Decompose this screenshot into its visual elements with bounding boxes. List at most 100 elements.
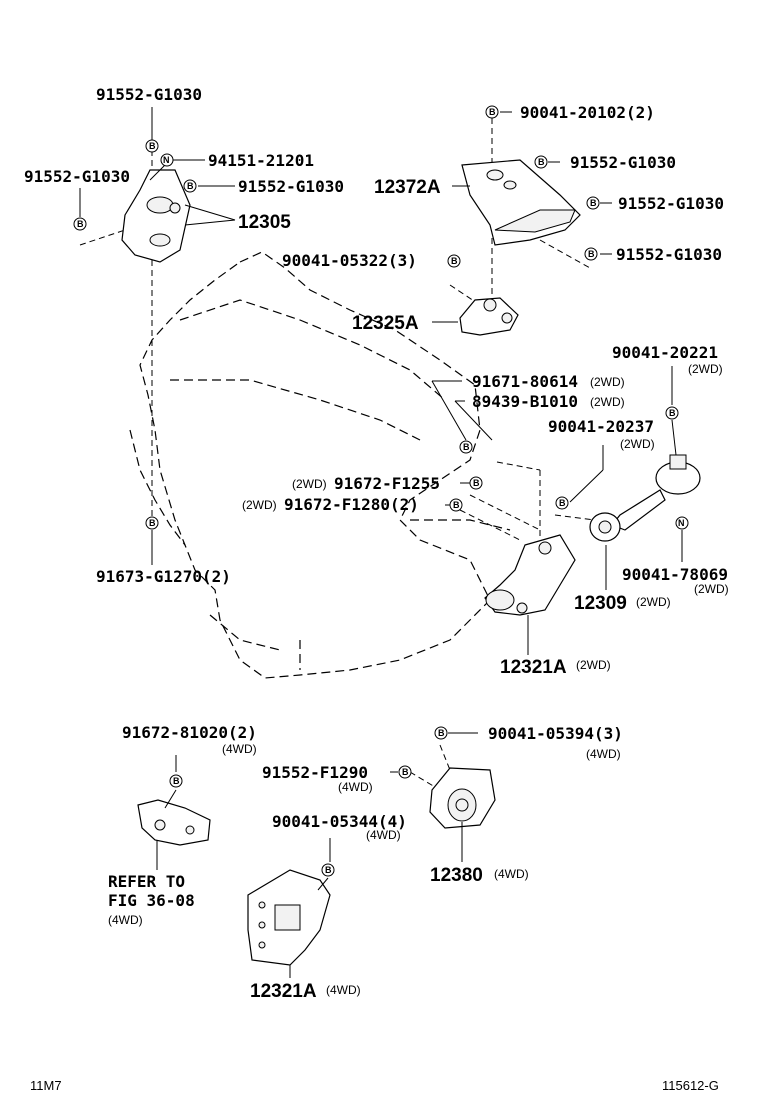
fastener-symbols: B N B B B B B B B B B B B B B N B B B B: [73, 105, 689, 877]
label-91552-g1030-r3: 91552-G1030: [616, 245, 722, 264]
note-4wd: (4WD): [338, 780, 373, 794]
bolt-symbol: B: [485, 105, 499, 119]
label-12372a: 12372A: [374, 177, 441, 198]
note-4wd: (4WD): [494, 867, 529, 881]
part-12325a-mount: [459, 297, 519, 336]
label-90041-20237: 90041-20237: [548, 417, 654, 436]
note-4wd: (4WD): [326, 983, 361, 997]
note-2wd: (2WD): [590, 375, 625, 389]
label-90041-05394: 90041-05394(3): [488, 724, 623, 743]
bolt-symbol: B: [434, 726, 448, 740]
svg-text:N: N: [163, 155, 170, 165]
bolt-symbol: B: [449, 498, 463, 512]
nut-symbol: N: [160, 153, 174, 167]
label-91673-g1270: 91673-G1270(2): [96, 567, 231, 586]
part-labels: 91552-G1030 94151-21201 91552-G1030 9155…: [24, 85, 729, 1002]
part-12309-torque-rod: [589, 454, 701, 542]
label-90041-20221: 90041-20221: [612, 343, 718, 362]
note-4wd: (4WD): [222, 742, 257, 756]
label-91552-g1030-top: 91552-G1030: [96, 85, 202, 104]
svg-text:B: B: [473, 478, 480, 488]
part-4wd-bracket-fig36: [137, 799, 211, 846]
svg-text:B: B: [149, 141, 156, 151]
label-90041-05344: 90041-05344(4): [272, 812, 407, 831]
part-12372a-bracket: [461, 159, 581, 246]
note-2wd: (2WD): [576, 658, 611, 672]
label-91552-g1030-r2: 91552-G1030: [618, 194, 724, 213]
bolt-symbol: B: [586, 196, 600, 210]
part-12380-mount: [429, 767, 496, 829]
bolt-symbol: B: [665, 406, 679, 420]
svg-text:B: B: [402, 767, 409, 777]
bolt-symbol: B: [534, 155, 548, 169]
label-91672-81020: 91672-81020(2): [122, 723, 257, 742]
label-94151-21201: 94151-21201: [208, 151, 314, 170]
label-91671-80614: 91671-80614: [472, 372, 578, 391]
label-12380: 12380: [430, 865, 483, 886]
note-2wd: (2WD): [620, 437, 655, 451]
svg-text:B: B: [489, 107, 496, 117]
note-4wd: (4WD): [366, 828, 401, 842]
note-2wd: (2WD): [242, 498, 277, 512]
note-2wd: (2WD): [636, 595, 671, 609]
svg-text:B: B: [669, 408, 676, 418]
bolt-symbol: B: [398, 765, 412, 779]
engine-outline: [129, 251, 511, 679]
label-91672-f1255: 91672-F1255: [334, 474, 440, 493]
svg-text:B: B: [463, 442, 470, 452]
note-4wd: (4WD): [108, 913, 143, 927]
bolt-symbol: B: [145, 139, 159, 153]
svg-text:N: N: [678, 518, 685, 528]
label-12321a-2wd: 12321A: [500, 657, 567, 678]
bolt-symbol: B: [459, 440, 473, 454]
svg-text:B: B: [438, 728, 445, 738]
nut-symbol: N: [675, 516, 689, 530]
label-89439-b1010: 89439-B1010: [472, 392, 578, 411]
footer-code-left: 11M7: [30, 1078, 62, 1093]
label-12309: 12309: [574, 593, 627, 614]
label-91552-f1290: 91552-F1290: [262, 763, 368, 782]
svg-text:B: B: [538, 157, 545, 167]
svg-text:B: B: [451, 256, 458, 266]
part-12305-mount: [121, 169, 191, 263]
refer-to-line2: FIG 36-08: [108, 891, 195, 910]
leader-lines: [79, 107, 683, 978]
svg-text:B: B: [77, 219, 84, 229]
bolt-symbol: B: [183, 179, 197, 193]
label-91552-g1030-r1: 91552-G1030: [570, 153, 676, 172]
label-91552-g1030-left: 91552-G1030: [24, 167, 130, 186]
part-12321a-2wd-bracket: [484, 534, 576, 616]
note-2wd: (2WD): [688, 362, 723, 376]
bolt-symbol: B: [73, 217, 87, 231]
svg-text:B: B: [187, 181, 194, 191]
label-12325a: 12325A: [352, 313, 419, 334]
bolt-symbol: B: [145, 516, 159, 530]
svg-text:B: B: [559, 498, 566, 508]
note-4wd: (4WD): [586, 747, 621, 761]
svg-text:B: B: [325, 865, 332, 875]
svg-text:B: B: [590, 198, 597, 208]
bolt-symbol: B: [469, 476, 483, 490]
bolt-symbol: B: [584, 247, 598, 261]
note-2wd: (2WD): [590, 395, 625, 409]
refer-to-line1: REFER TO: [108, 872, 185, 891]
note-2wd: (2WD): [694, 582, 729, 596]
label-12321a-4wd: 12321A: [250, 981, 317, 1002]
bolt-symbol: B: [555, 496, 569, 510]
bolt-symbol: B: [169, 774, 183, 788]
label-91552-g1030-mid: 91552-G1030: [238, 177, 344, 196]
note-2wd: (2WD): [292, 477, 327, 491]
footer-code-right: 115612-G: [662, 1078, 719, 1093]
label-12305: 12305: [238, 212, 291, 233]
label-90041-78069: 90041-78069: [622, 565, 728, 584]
part-12321a-4wd-bracket: [247, 869, 331, 966]
svg-text:B: B: [149, 518, 156, 528]
svg-text:B: B: [588, 249, 595, 259]
svg-text:B: B: [453, 500, 460, 510]
bolt-symbol: B: [447, 254, 461, 268]
label-91672-f1280: 91672-F1280(2): [284, 495, 419, 514]
label-90041-05322: 90041-05322(3): [282, 251, 417, 270]
label-90041-20102: 90041-20102(2): [520, 103, 655, 122]
svg-text:B: B: [173, 776, 180, 786]
